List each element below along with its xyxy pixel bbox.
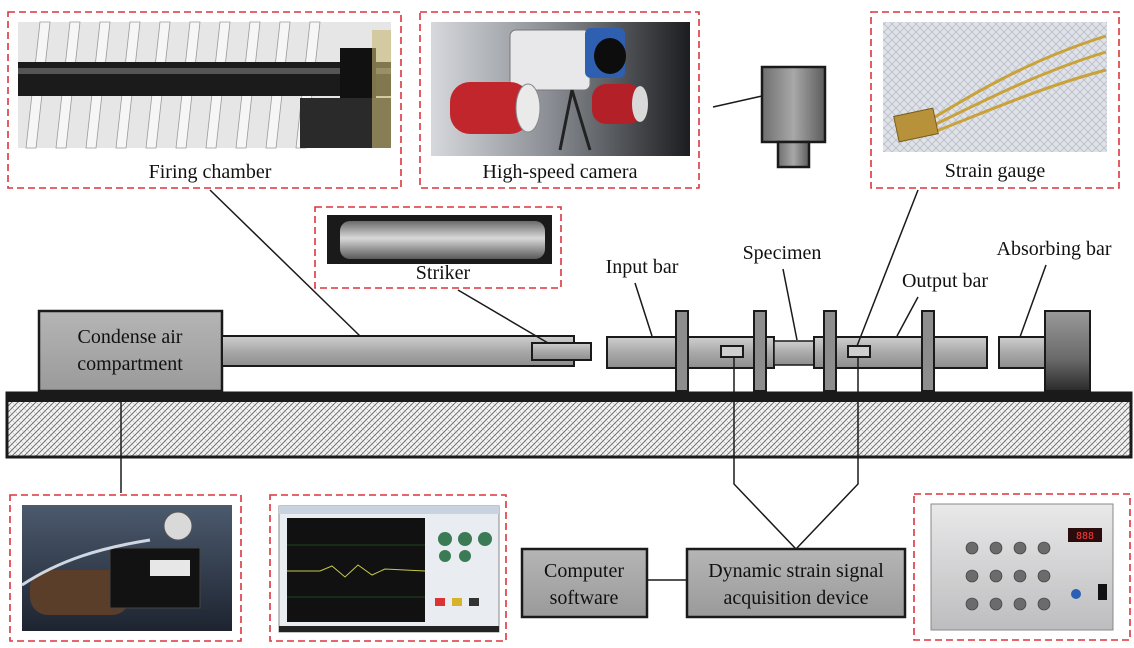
absorbing-bar-label: Absorbing bar [997, 238, 1112, 260]
strain-gauge-output [847, 345, 871, 358]
condense-air-compartment: Condense air compartment [37, 309, 224, 393]
gun-barrel [221, 335, 592, 367]
output-bar [813, 310, 988, 392]
firing-chamber-panel: Firing chamber [7, 11, 402, 189]
strain-gauge-photo [883, 22, 1107, 152]
base-table [5, 391, 1133, 459]
acquisition-device-box: Dynamic strain signal acquisition device [685, 547, 907, 619]
specimen-label: Specimen [743, 242, 822, 264]
firing-chamber-label: Firing chamber [149, 161, 272, 183]
signal-wires [733, 357, 859, 550]
specimen [773, 340, 815, 366]
air-compartment-photo [21, 505, 232, 631]
bar-support [921, 310, 935, 392]
input-bar-label: Input bar [606, 256, 679, 278]
strain-gauge-panel: Strain gauge [870, 11, 1120, 189]
bar-support [753, 310, 767, 392]
camera-icon [712, 65, 827, 169]
striker-photo-rod [340, 221, 545, 259]
strain-gauge-input [720, 345, 744, 358]
acquisition-device-label-line2: acquisition device [724, 587, 869, 609]
striker-in-barrel [531, 342, 592, 361]
absorbing-bar [998, 310, 1091, 392]
bar-support [675, 310, 689, 392]
high-speed-camera-photo [431, 22, 690, 156]
acquisition-device-photo: 888 [930, 503, 1114, 631]
computer-software-label-line1: Computer [544, 560, 624, 582]
output-bar-label: Output bar [902, 270, 988, 292]
software-screenshot [278, 505, 500, 633]
striker-label: Striker [416, 262, 471, 284]
acquisition-device-photo-panel: 888 [913, 493, 1131, 641]
high-speed-camera-label: High-speed camera [483, 161, 638, 183]
striker-panel: Striker [314, 206, 562, 289]
firing-chamber-photo [18, 21, 391, 149]
svg-text:888: 888 [1076, 531, 1094, 542]
air-compartment-photo-panel [9, 494, 242, 642]
computer-software-label-line2: software [550, 587, 619, 609]
condense-air-label-line1: Condense air [78, 326, 183, 348]
bar-support [823, 310, 837, 392]
acquisition-device-label-line1: Dynamic strain signal [708, 560, 884, 582]
software-screenshot-panel [269, 494, 507, 642]
strain-gauge-label: Strain gauge [945, 160, 1046, 182]
computer-software-box: Computer software [520, 547, 649, 619]
condense-air-label-line2: compartment [77, 353, 183, 375]
input-bar [606, 310, 775, 392]
high-speed-camera-panel: High-speed camera [419, 11, 700, 189]
